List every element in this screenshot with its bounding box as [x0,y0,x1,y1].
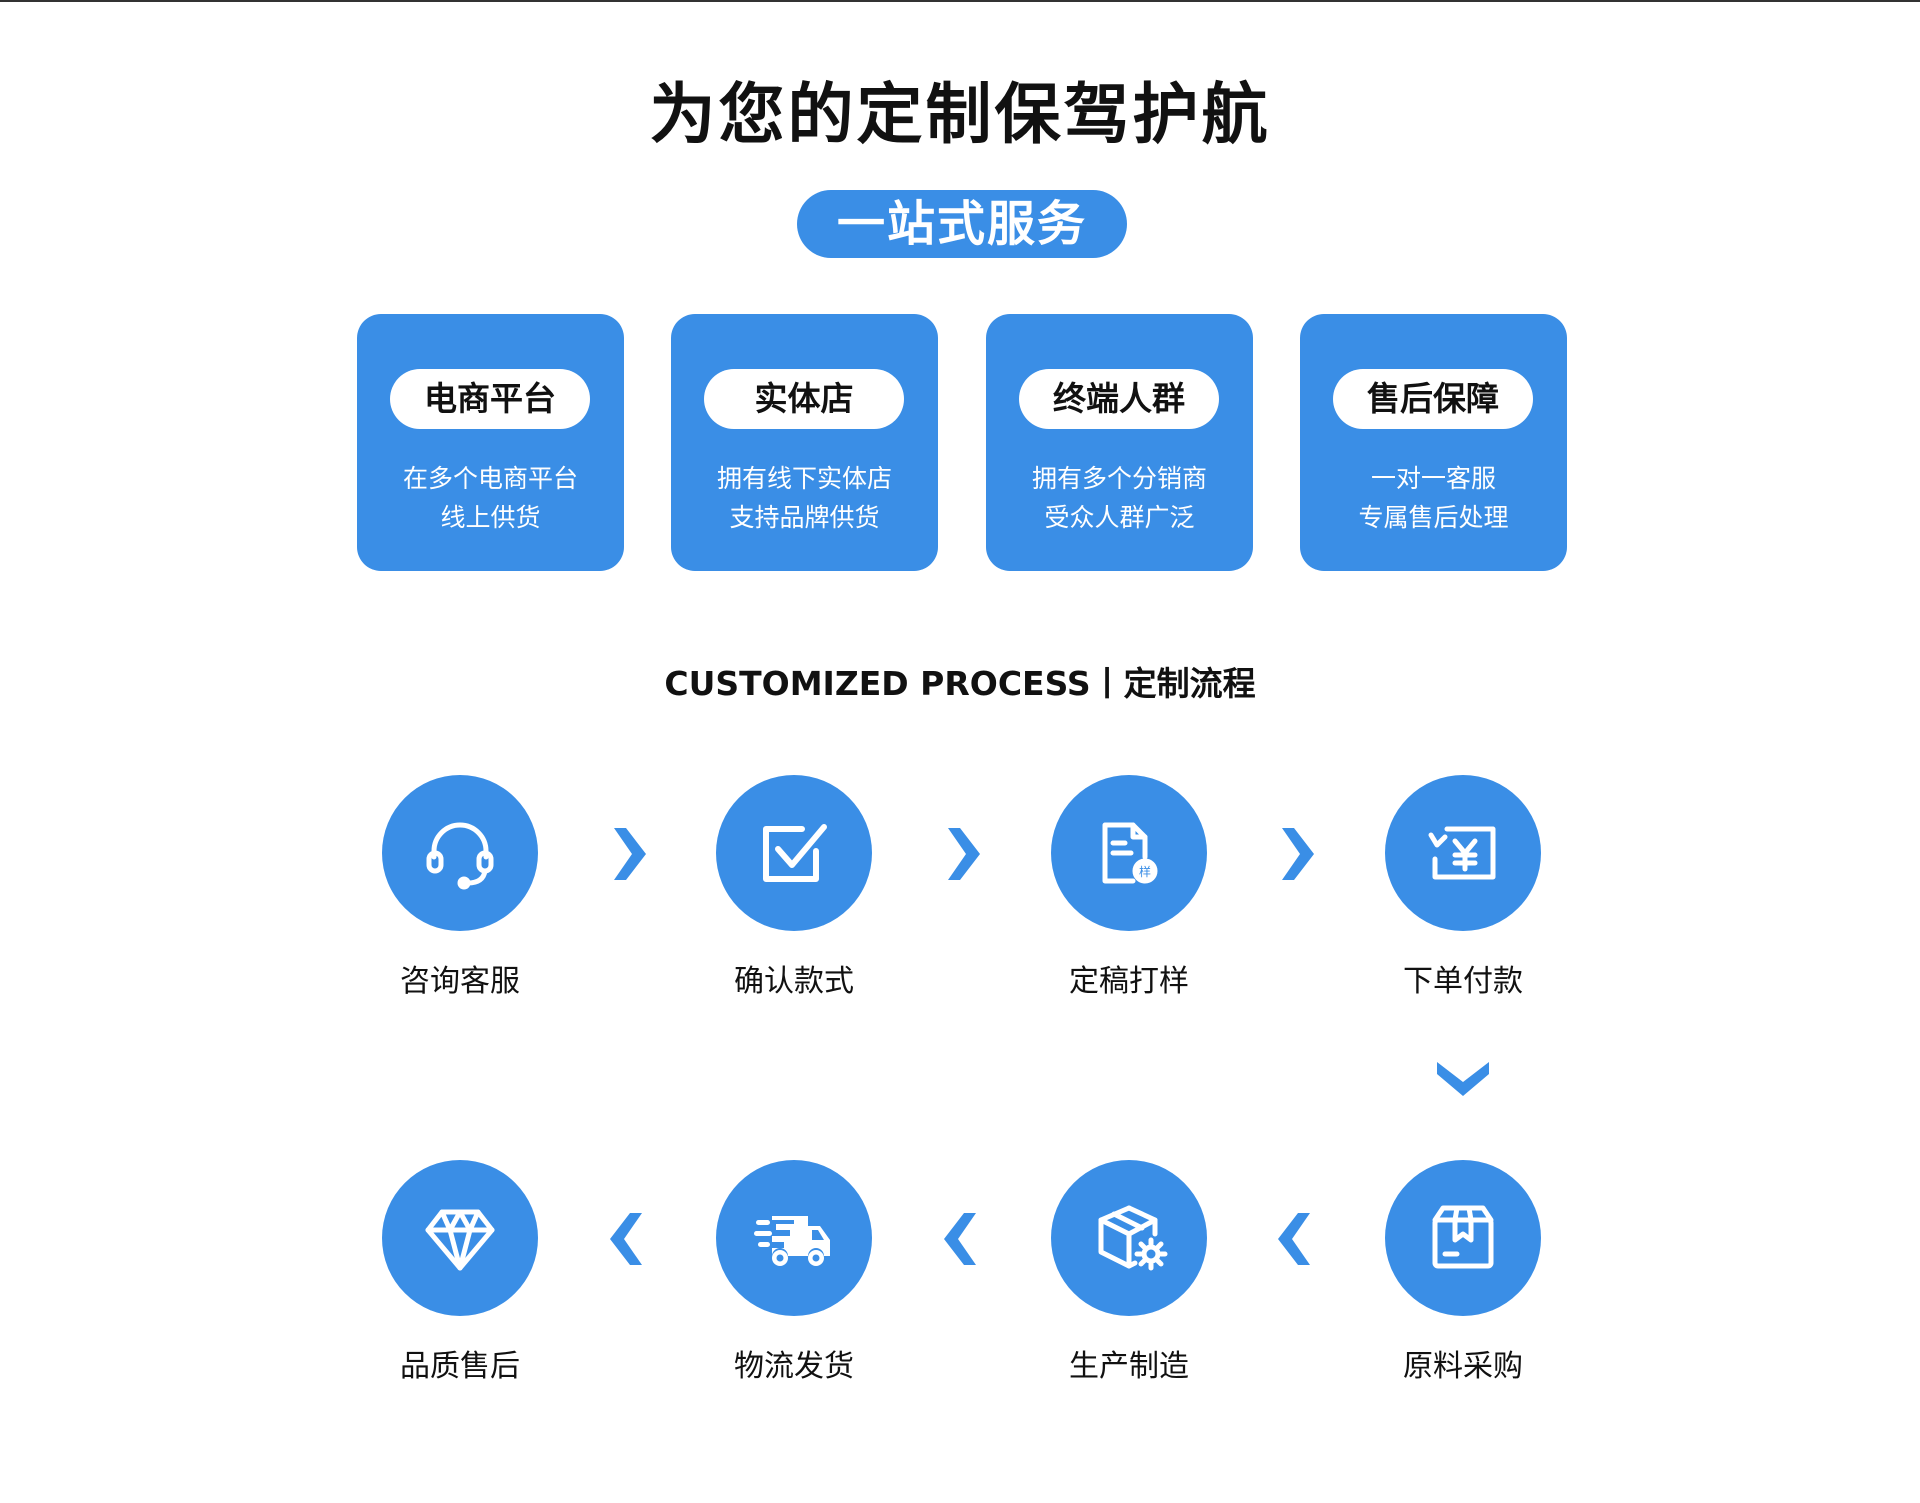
card-description-line: 受众人群广泛 [1044,503,1195,532]
card-description-line: 在多个电商平台 [402,464,578,493]
document-sample-icon: 样 [1102,822,1158,884]
chevron-right-icon [1282,828,1314,880]
chevron-left-icon [944,1213,976,1265]
service-card-after-sales: 售后保障 一对一客服 专属售后处理 [1300,314,1567,571]
step-label: 确认款式 [734,964,854,999]
step-payment-circle [1385,775,1541,931]
yen-payment-icon [1428,826,1496,880]
card-description-line: 专属售后处理 [1358,503,1509,532]
card-description-line: 拥有线下实体店 [716,464,892,493]
card-title: 售后保障 [1333,369,1533,429]
step-label: 原料采购 [1403,1349,1523,1384]
svg-text:样: 样 [1139,864,1151,879]
step-label: 定稿打样 [1069,964,1189,999]
step-shipping-circle [716,1160,872,1316]
chevron-left-icon [1278,1213,1310,1265]
step-label: 物流发货 [734,1349,854,1384]
delivery-truck-icon [754,1216,830,1266]
step-label: 品质售后 [400,1349,520,1384]
card-title: 终端人群 [1019,369,1219,429]
process-heading: CUSTOMIZED PROCESS丨定制流程 [664,664,1256,703]
page-title: 为您的定制保驾护航 [649,76,1271,153]
top-divider [0,0,1920,2]
box-gear-icon [1098,1205,1168,1271]
step-confirm-circle [716,775,872,931]
chevron-right-icon [614,828,646,880]
step-after-sales-circle [382,1160,538,1316]
card-description-line: 拥有多个分销商 [1031,464,1207,493]
card-description-line: 线上供货 [440,503,541,532]
card-description-line: 支持品牌供货 [729,503,880,532]
diamond-icon [425,1209,495,1271]
service-card-physical-store: 实体店 拥有线下实体店 支持品牌供货 [671,314,938,571]
step-label: 生产制造 [1069,1349,1189,1384]
card-title: 电商平台 [390,369,590,429]
step-label: 下单付款 [1403,964,1523,999]
card-title: 实体店 [704,369,904,429]
chevron-down-icon [1437,1062,1489,1096]
step-consult-circle [382,775,538,931]
subtitle-pill: 一站式服务 [797,190,1127,258]
chevron-left-icon [610,1213,642,1265]
step-sample-circle: 样 [1051,775,1207,931]
step-production-circle [1051,1160,1207,1316]
step-procurement-circle [1385,1160,1541,1316]
card-description-line: 一对一客服 [1370,464,1496,493]
service-card-end-users: 终端人群 拥有多个分销商 受众人群广泛 [986,314,1253,571]
service-card-ecommerce: 电商平台 在多个电商平台 线上供货 [357,314,624,571]
headset-icon [426,822,494,890]
package-box-icon [1432,1205,1494,1269]
chevron-right-icon [948,828,980,880]
step-label: 咨询客服 [400,964,520,999]
checkbox-icon [763,824,827,882]
